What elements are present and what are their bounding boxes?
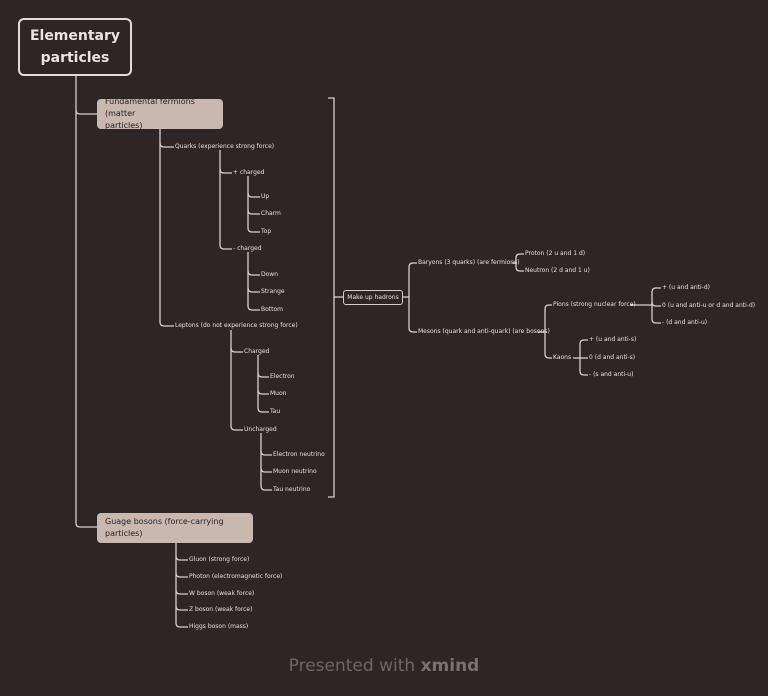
- bosons-line2: particles): [105, 529, 143, 538]
- topic-baryons[interactable]: Baryons (3 quarks) (are fermions): [418, 259, 520, 266]
- topic-pion-minus[interactable]: - (d and anti-u): [662, 319, 708, 326]
- hadron-brace: [328, 97, 335, 498]
- topic-uncharged[interactable]: Uncharged: [244, 426, 277, 433]
- topic-charged[interactable]: Charged: [244, 348, 270, 355]
- bosons-line1: Guage bosons (force-carrying: [105, 517, 224, 526]
- charged-link-branch-2: [257, 407, 269, 413]
- topic-muon[interactable]: Muon: [270, 390, 287, 397]
- kaon-link-branch-2: [579, 358, 588, 376]
- boson-link-branch-0: [175, 555, 188, 561]
- plus-link-branch-0: [247, 192, 260, 198]
- meson-link-branch-0: [544, 304, 552, 332]
- baryon-link-branch-0: [515, 253, 524, 263]
- footer-text: Presented with: [288, 656, 416, 676]
- boson-link-branch-4: [175, 622, 188, 628]
- quark-link-branch-1: [219, 244, 232, 250]
- topic-higgs-boson[interactable]: Higgs boson (mass): [189, 623, 249, 630]
- topic-down[interactable]: Down: [261, 271, 279, 278]
- topic-kaon-plus[interactable]: + (u and anti-s): [589, 336, 637, 343]
- minus-link-branch-1: [247, 287, 260, 293]
- fermions-line1: Fundamental fermions (matter: [105, 97, 195, 118]
- charged-link-branch-0: [257, 372, 269, 378]
- hadron-link-branch-1: [408, 297, 417, 333]
- topic-kaon-minus[interactable]: - (s and anti-u): [589, 371, 634, 378]
- fermions-line2: particles): [105, 121, 143, 130]
- uncharged-link-branch-0: [260, 450, 272, 456]
- topic-pion-zero[interactable]: 0 (u and anti-u or d and anti-d): [662, 302, 756, 309]
- topic-electron-neutrino[interactable]: Electron neutrino: [273, 451, 325, 458]
- topic-kaons[interactable]: Kaons: [553, 354, 572, 361]
- topic-up[interactable]: Up: [261, 193, 270, 200]
- uncharged-link-branch-2: [260, 485, 272, 491]
- root-link-branch-1: [75, 522, 97, 528]
- baryon-link-branch-1: [515, 263, 524, 272]
- topic-charm[interactable]: Charm: [261, 210, 281, 217]
- root-topic[interactable]: Elementary particles: [18, 18, 132, 76]
- pion-link-branch-2: [651, 305, 661, 324]
- topic-proton[interactable]: Proton (2 u and 1 d): [525, 250, 586, 257]
- kaon-link-branch-0: [579, 339, 588, 358]
- topic-tau[interactable]: Tau: [270, 408, 281, 415]
- topic-electron[interactable]: Electron: [270, 373, 295, 380]
- topic-gauge-bosons[interactable]: Guage bosons (force-carrying particles): [97, 513, 253, 543]
- topic-fundamental-fermions[interactable]: Fundamental fermions (matter particles): [97, 97, 223, 130]
- root-title-line1: Elementary: [29, 28, 121, 44]
- topic-leptons[interactable]: Leptons (do not experience strong force): [175, 322, 298, 329]
- topic-muon-neutrino[interactable]: Muon neutrino: [273, 468, 317, 475]
- topic-w-boson[interactable]: W boson (weak force): [189, 590, 255, 597]
- hadron-link-branch-0: [408, 262, 417, 297]
- topic-mesons[interactable]: Mesons (quark and anti-quark) (are boson…: [418, 328, 550, 335]
- boson-link-branch-3: [175, 605, 188, 611]
- topic-plus-charged[interactable]: + charged: [233, 169, 265, 176]
- topic-top[interactable]: Top: [261, 228, 272, 235]
- fermion-link-branch-1: [159, 321, 174, 327]
- charged-link-branch-1: [257, 389, 269, 395]
- minus-link-branch-2: [247, 305, 260, 311]
- lepton-link-branch-1: [230, 425, 243, 431]
- topic-kaon-zero[interactable]: 0 (d and anti-s): [589, 354, 636, 361]
- topic-pion-plus[interactable]: + (u and anti-d): [662, 284, 710, 291]
- xmind-logo: xmind: [420, 656, 480, 676]
- footer-credit: Presented with xmind: [0, 656, 768, 676]
- topic-neutron[interactable]: Neutron (2 d and 1 u): [525, 267, 590, 274]
- topic-quarks[interactable]: Quarks (experience strong force): [175, 143, 275, 150]
- topic-photon[interactable]: Photon (electromagnetic force): [189, 573, 283, 580]
- topic-make-up-hadrons[interactable]: Make up hadrons: [343, 290, 403, 305]
- topic-minus-charged[interactable]: - charged: [233, 245, 262, 252]
- uncharged-link-branch-1: [260, 467, 272, 473]
- topic-bottom[interactable]: Bottom: [261, 306, 284, 313]
- minus-link-branch-0: [247, 270, 260, 276]
- meson-link-branch-1: [544, 332, 552, 359]
- boson-link-branch-2: [175, 589, 188, 595]
- pion-link-branch-0: [651, 287, 661, 305]
- topic-gluon[interactable]: Gluon (strong force): [189, 556, 250, 563]
- quark-link-branch-0: [219, 168, 232, 174]
- fermion-link-branch-0: [159, 142, 174, 148]
- topic-tau-neutrino[interactable]: Tau neutrino: [273, 486, 311, 493]
- root-link-branch-0: [75, 109, 97, 115]
- topic-pions[interactable]: Pions (strong nuclear force): [553, 301, 636, 308]
- topic-strange[interactable]: Strange: [261, 288, 285, 295]
- topic-z-boson[interactable]: Z boson (weak force): [189, 606, 253, 613]
- root-title-line2: particles: [40, 50, 110, 66]
- plus-link-branch-2: [247, 227, 260, 233]
- lepton-link-branch-0: [230, 347, 243, 353]
- plus-link-branch-1: [247, 209, 260, 215]
- pion-link-branch-1: [651, 301, 661, 307]
- boson-link-branch-1: [175, 572, 188, 578]
